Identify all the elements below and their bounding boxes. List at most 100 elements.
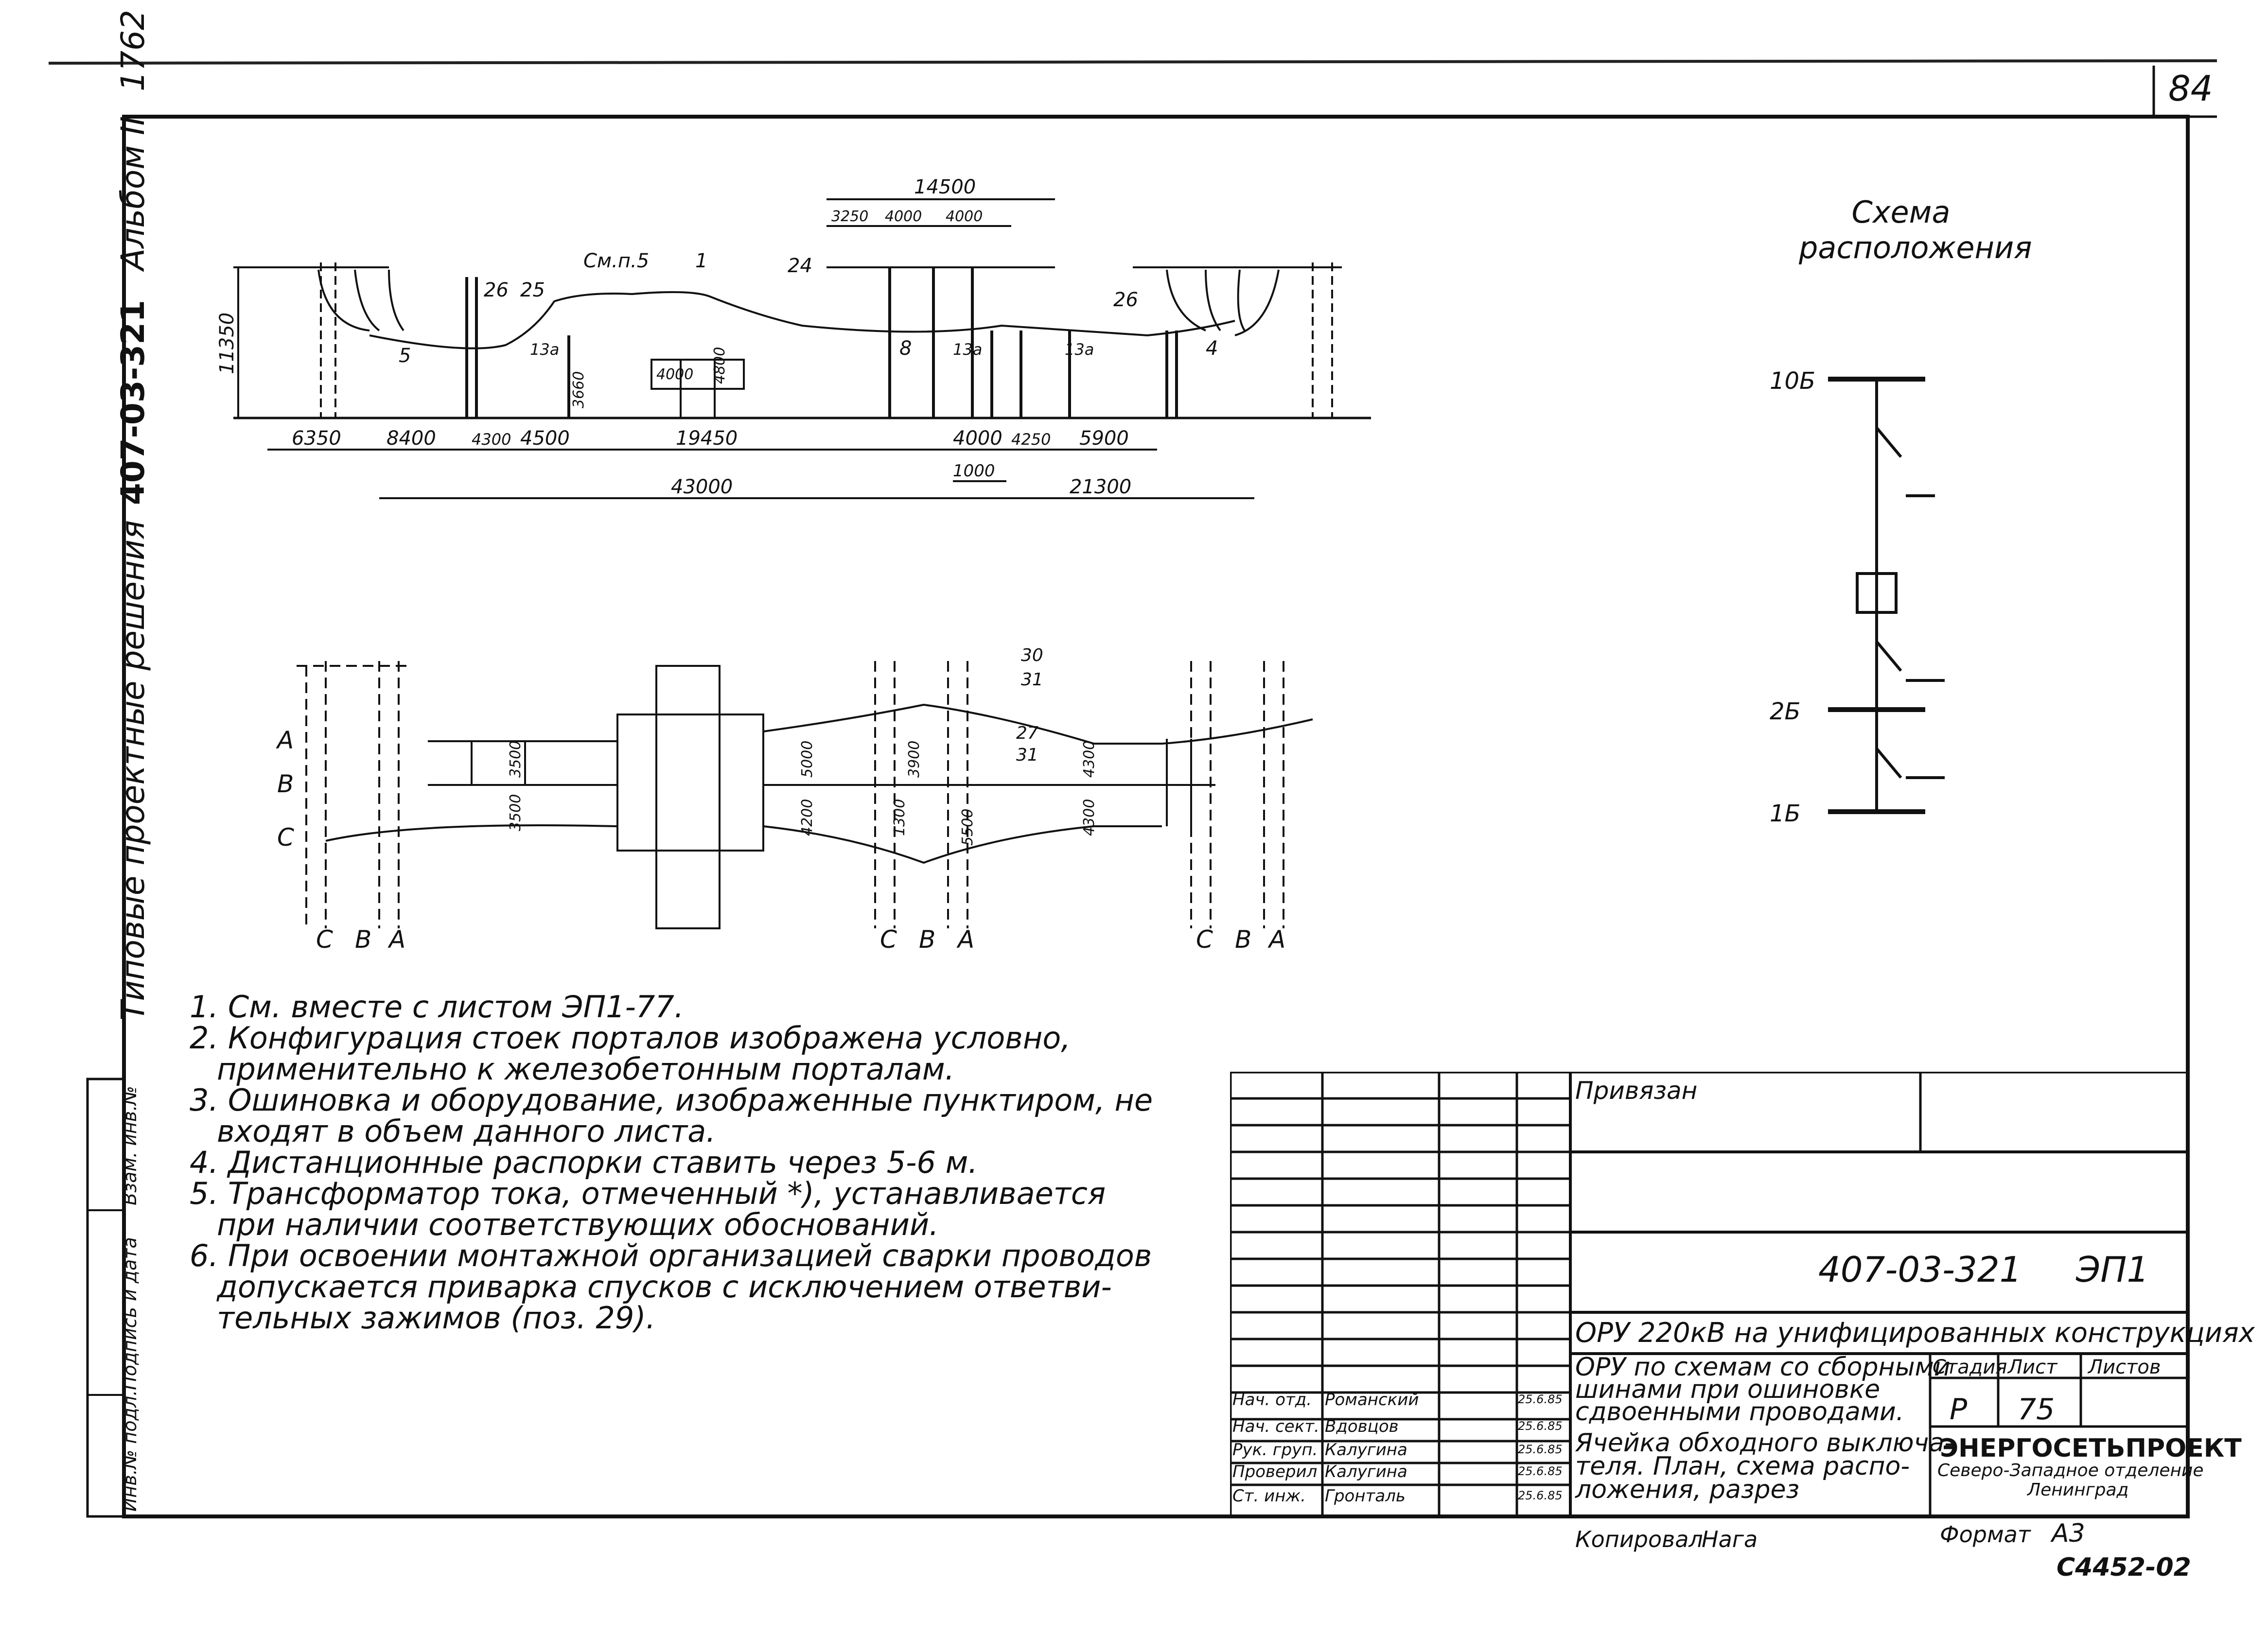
callout-26: 26 xyxy=(484,279,509,301)
page-number: 84 xyxy=(2168,68,2213,109)
plan-dim-7: 5500 xyxy=(959,809,976,846)
strip-label-inv: Инв.№ подл. xyxy=(119,1390,141,1512)
dim-top-3: 4000 xyxy=(946,208,983,225)
schema-diagram: 10Б 2Б 1Б xyxy=(1770,367,1945,827)
role-2: Нач. сект. xyxy=(1232,1417,1319,1436)
note-3b: входят в объем данного листа. xyxy=(217,1114,716,1149)
archive-stamp: С4452-02 xyxy=(2057,1553,2191,1582)
series-label: Типовые проектные решения xyxy=(114,520,152,1021)
callout-4: 4 xyxy=(1206,337,1218,360)
format-label: Формат xyxy=(1940,1521,2031,1548)
sheet-title: Ячейка обходного выключа- теля. План, сх… xyxy=(1575,1428,1953,1504)
dim-top-total: 14500 xyxy=(914,176,976,198)
date-4: 25.6.85 xyxy=(1518,1464,1563,1478)
title-block-grid xyxy=(1230,1072,2188,1516)
date-3: 25.6.85 xyxy=(1518,1443,1563,1456)
name-3: Калугина xyxy=(1325,1440,1407,1460)
callout-1: 1 xyxy=(695,250,707,272)
sheet-code: ЭП1 xyxy=(2076,1249,2149,1290)
dim-row1-7: 4250 xyxy=(1011,430,1051,449)
callout-31: 31 xyxy=(1021,670,1043,690)
side-stamp: Типовые проектные решения 407-03-321 Аль… xyxy=(114,0,152,1021)
date-1: 25.6.85 xyxy=(1518,1392,1563,1406)
privyazan-label: Привязан xyxy=(1575,1077,1698,1105)
org-city: Ленинград xyxy=(2027,1480,2129,1500)
plan-drawing: A B C C B A C B A C B A 30 31 27 31 3500… xyxy=(276,645,1313,953)
section-drawing: 14500 3250 4000 4000 11350 См.п.5 1 24 2… xyxy=(216,176,1371,499)
bottom-phase-b-1: B xyxy=(355,925,371,953)
copier-name: Нага xyxy=(1702,1526,1758,1552)
bottom-phase-a-1: A xyxy=(387,925,405,953)
phase-label-b: B xyxy=(277,770,294,798)
callout-see-note: См.п.5 xyxy=(583,250,649,272)
name-1: Романский xyxy=(1325,1390,1419,1410)
plan-dim-1: 3500 xyxy=(507,741,524,778)
role-1: Нач. отд. xyxy=(1232,1390,1312,1410)
doc-number: 407-03-321 xyxy=(1818,1249,2022,1290)
callout-24: 24 xyxy=(788,255,812,277)
date-2: 25.6.85 xyxy=(1518,1419,1563,1433)
bottom-phase-a-2: A xyxy=(956,925,974,953)
code-label: 1762 тм - т 2-85 xyxy=(114,0,152,91)
note-5b: при наличии соответствующих обоснований. xyxy=(217,1207,939,1242)
callout-26b: 26 xyxy=(1113,289,1138,311)
schema-title-line2: расположения xyxy=(1799,230,2032,265)
callout-13a-3: 13а xyxy=(1065,340,1094,359)
stage-header: Стадия xyxy=(1933,1356,2007,1378)
copied-label: Копировал xyxy=(1575,1526,1703,1552)
format-value: А3 xyxy=(2052,1519,2085,1548)
plan-dim-2: 3500 xyxy=(507,794,524,831)
note-5a: 5. Трансформатор тока, отмеченный *), ус… xyxy=(190,1176,1106,1211)
org-name: ЭНЕРГОСЕТЬПРОЕКТ xyxy=(1940,1434,2242,1463)
dim-row1-1: 6350 xyxy=(292,427,341,450)
date-5: 25.6.85 xyxy=(1518,1489,1563,1502)
sheet-header: Лист xyxy=(2008,1356,2057,1378)
dim-row1-4: 4500 xyxy=(520,427,570,450)
note-6c: тельных зажимов (поз. 29). xyxy=(217,1300,656,1336)
inner-dim-3: 4800 xyxy=(711,347,728,384)
notes: 1. См. вместе с листом ЭП1-77. 2. Конфиг… xyxy=(190,992,1153,1334)
subtitle-3: сдвоенными проводами. xyxy=(1575,1397,1904,1427)
project-title: ОРУ 220кВ на унифицированных конструкция… xyxy=(1575,1317,2255,1349)
dim-row1-8: 5900 xyxy=(1079,427,1129,450)
note-6b: допускается приварка спусков с исключени… xyxy=(217,1269,1112,1305)
plan-dim-9: 4300 xyxy=(1081,799,1098,836)
note-6a: 6. При освоении монтажной организацией с… xyxy=(190,1238,1152,1273)
dim-height: 11350 xyxy=(216,313,238,374)
callout-25: 25 xyxy=(520,279,545,301)
dim-row1-2: 8400 xyxy=(387,427,436,450)
plan-dim-6: 1300 xyxy=(891,799,908,836)
callout-8: 8 xyxy=(899,337,912,360)
dim-row1-6: 4000 xyxy=(953,427,1002,450)
dim-top-2: 4000 xyxy=(885,208,922,225)
bottom-phase-b-2: B xyxy=(919,925,935,953)
inner-dim-2: 3660 xyxy=(570,371,587,408)
callout-27: 27 xyxy=(1016,723,1038,743)
bottom-phase-c-2: C xyxy=(880,925,897,953)
name-4: Калугина xyxy=(1325,1462,1407,1481)
sheet-title-3: ложения, разрез xyxy=(1575,1475,1800,1504)
inner-dim-1: 4000 xyxy=(656,366,693,383)
phase-label-a: A xyxy=(276,726,294,754)
stage-value: Р xyxy=(1950,1392,1968,1427)
note-2b: применительно к железобетонным порталам. xyxy=(217,1051,955,1087)
dim-total: 43000 xyxy=(671,476,733,498)
schema-label-2b: 2Б xyxy=(1770,698,1800,725)
dim-top-1: 3250 xyxy=(831,208,868,225)
dim-row1-3: 4300 xyxy=(472,430,511,449)
name-2: Вдовцов xyxy=(1325,1417,1399,1436)
schema-title: Схема расположения xyxy=(1799,194,2032,265)
phase-label-c: C xyxy=(277,823,294,852)
sheets-header: Листов xyxy=(2088,1356,2161,1378)
sheet-title-1: Ячейка обходного выключа- xyxy=(1575,1428,1953,1458)
series-number: 407-03-321 xyxy=(114,300,152,505)
album-label: Альбом II xyxy=(114,116,152,271)
org-sub: Северо-Западное отделение xyxy=(1937,1461,2204,1480)
role-5: Ст. инж. xyxy=(1232,1486,1306,1506)
schema-label-1b: 1Б xyxy=(1770,800,1800,827)
strip-label-replace: Взам. инв.№ xyxy=(119,1086,141,1205)
role-4: Проверил xyxy=(1232,1462,1318,1481)
dim-21300: 21300 xyxy=(1070,476,1131,498)
bottom-phase-a-3: A xyxy=(1267,925,1285,953)
dim-row1-5: 19450 xyxy=(676,427,738,450)
